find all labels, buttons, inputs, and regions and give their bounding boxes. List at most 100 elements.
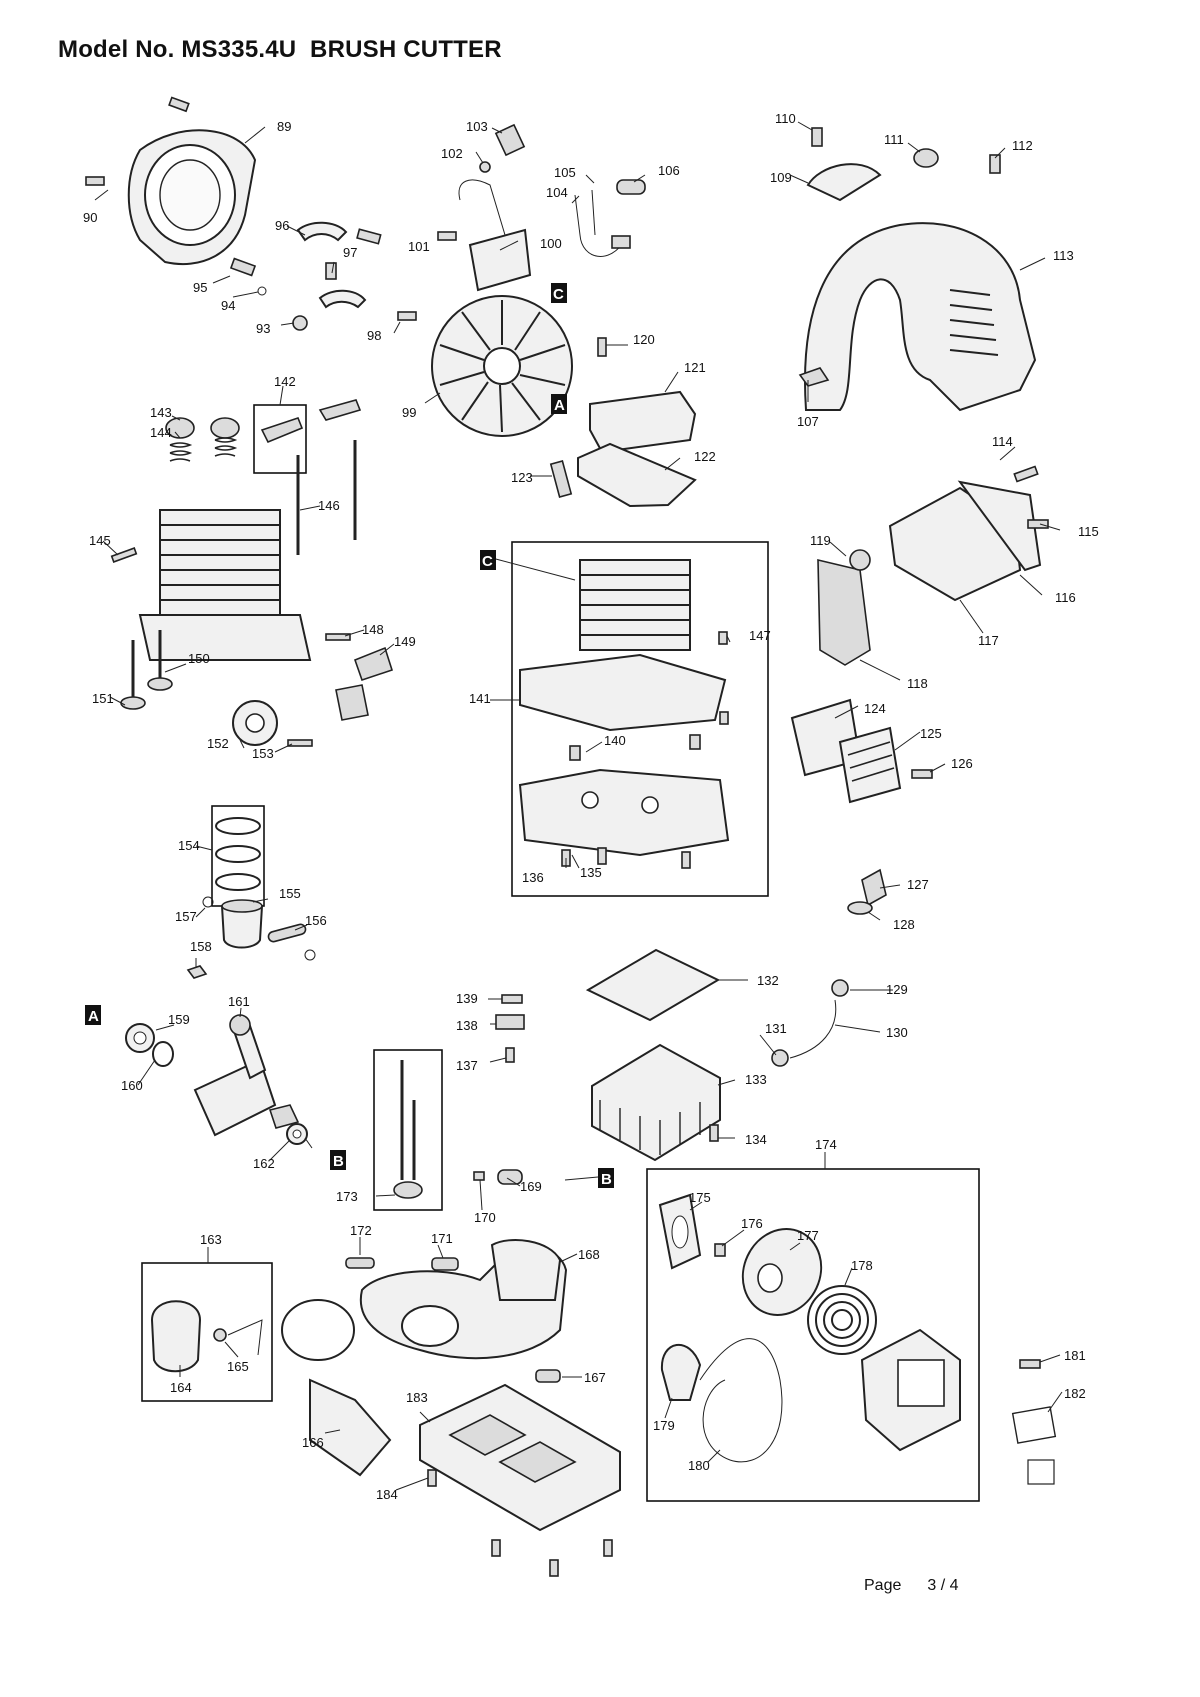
part-label: 184: [376, 1487, 398, 1502]
part-label: 158: [190, 939, 212, 954]
part-label: 112: [1012, 138, 1033, 153]
part-label: 130: [886, 1025, 908, 1040]
svg-text:A: A: [554, 397, 565, 414]
part-label: 127: [907, 877, 929, 892]
page-title: Model No. MS335.4U BRUSH CUTTER: [58, 36, 502, 63]
part-label: 153: [252, 746, 274, 761]
part-label: 154: [178, 838, 200, 853]
fuel-tank-group: [141, 1049, 621, 1577]
part-label: 113: [1053, 248, 1074, 263]
part-label: 169: [520, 1179, 542, 1194]
part-label: 157: [175, 909, 197, 924]
part-label: 176: [741, 1216, 763, 1231]
page-number: 3 / 4: [927, 1577, 959, 1594]
svg-text:C: C: [482, 553, 493, 570]
part-label: 178: [851, 1258, 873, 1273]
ref-mark-b-crankshaft: B: [330, 1150, 346, 1170]
piston-group: [186, 805, 316, 979]
part-label: 98: [367, 328, 381, 343]
part-label: 124: [864, 701, 886, 716]
part-label: 138: [456, 1018, 478, 1033]
part-label: 182: [1064, 1386, 1086, 1401]
ref-mark-a-crankshaft: A: [85, 1005, 101, 1025]
part-label: 152: [207, 736, 229, 751]
part-label: 103: [466, 119, 488, 134]
part-label: 109: [770, 170, 792, 185]
part-label: 115: [1078, 524, 1099, 539]
part-label: 116: [1055, 590, 1076, 605]
ignition-flywheel-group: [397, 123, 646, 437]
part-label: 119: [810, 533, 831, 548]
part-label: 132: [757, 973, 779, 988]
svg-text:C: C: [553, 286, 564, 303]
part-label: 175: [689, 1190, 711, 1205]
part-label: 163: [200, 1232, 222, 1247]
part-label: 110: [775, 111, 796, 126]
part-label: 120: [633, 332, 655, 347]
part-label: 125: [920, 726, 942, 741]
part-label: 102: [441, 146, 463, 161]
part-label: 170: [474, 1210, 496, 1225]
recoil-starter-group: [646, 1168, 1057, 1502]
part-label: 147: [749, 628, 771, 643]
part-label: 107: [797, 414, 819, 429]
part-label: 167: [584, 1370, 606, 1385]
page-footer: Page 3 / 4: [864, 1577, 959, 1595]
part-label: 141: [469, 691, 491, 706]
part-label: 173: [336, 1189, 358, 1204]
part-label: 111: [884, 132, 904, 147]
part-label: 148: [362, 622, 384, 637]
part-label: 105: [554, 165, 576, 180]
part-label: 180: [688, 1458, 710, 1473]
part-label: 104: [546, 185, 568, 200]
part-label: 140: [604, 733, 626, 748]
part-label: 172: [350, 1223, 372, 1238]
part-labels: 89 90 93 94 95 96 97 98 99 100 101 102 1…: [83, 111, 1099, 1502]
part-label: 134: [745, 1132, 767, 1147]
part-label: 171: [431, 1231, 453, 1246]
part-label: 117: [978, 633, 999, 648]
part-label: 106: [658, 163, 680, 178]
part-label: 183: [406, 1390, 428, 1405]
crankshaft-group: [125, 1014, 308, 1145]
part-label: 89: [277, 119, 291, 134]
muffler-group: [790, 465, 1049, 915]
part-label: 143: [150, 405, 172, 420]
part-label: 144: [150, 425, 172, 440]
part-label: 114: [992, 434, 1013, 449]
part-label: 121: [684, 360, 706, 375]
part-label: 94: [221, 298, 235, 313]
ref-mark-c-coil: C: [551, 283, 567, 303]
part-label: 145: [89, 533, 111, 548]
engine-cover-group: [798, 127, 1037, 412]
part-label: 142: [274, 374, 296, 389]
part-label: 126: [951, 756, 973, 771]
part-label: 137: [456, 1058, 478, 1073]
oil-pan-group: [495, 948, 849, 1162]
part-label: 93: [256, 321, 270, 336]
cylinder-left-group: [110, 399, 394, 747]
svg-text:B: B: [333, 1153, 344, 1170]
part-label: 156: [305, 913, 327, 928]
part-label: 159: [168, 1012, 190, 1027]
part-label: 177: [797, 1228, 819, 1243]
ref-mark-a-flywheel: A: [551, 394, 567, 414]
part-label: 131: [765, 1021, 787, 1036]
part-label: 129: [886, 982, 908, 997]
part-label: 164: [170, 1380, 192, 1395]
part-label: 150: [188, 651, 210, 666]
part-label: 118: [907, 676, 928, 691]
part-label: 161: [228, 994, 250, 1009]
part-label: 181: [1064, 1348, 1086, 1363]
crankcase-group: [511, 337, 769, 897]
ref-mark-c-cylinder: C: [480, 550, 496, 570]
part-label: 165: [227, 1359, 249, 1374]
part-label: 96: [275, 218, 289, 233]
part-label: 100: [540, 236, 562, 251]
part-label: 136: [522, 870, 544, 885]
part-label: 101: [408, 239, 430, 254]
part-label: 168: [578, 1247, 600, 1262]
page-label: Page: [864, 1577, 902, 1594]
part-label: 166: [302, 1435, 324, 1450]
